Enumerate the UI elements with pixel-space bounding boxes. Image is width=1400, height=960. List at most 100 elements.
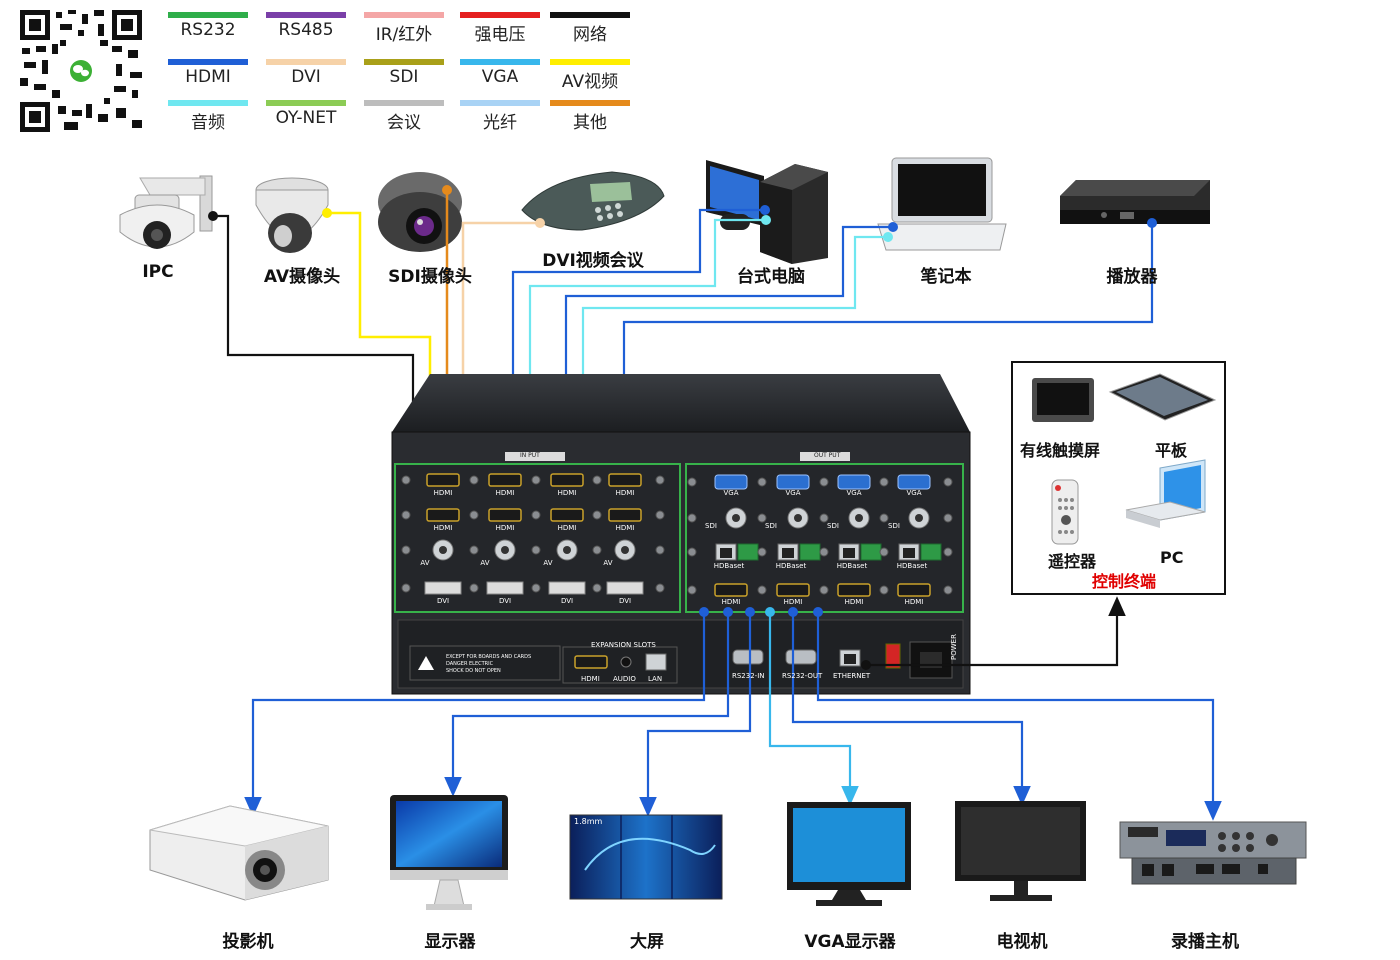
hdmi-input-label: HDMI [615, 489, 635, 497]
screw-icon [592, 475, 602, 485]
warning-icon [418, 656, 434, 670]
legend-label: HDMI [185, 67, 231, 87]
dvi-port-icon [548, 581, 586, 595]
screw-icon [592, 545, 602, 555]
hdmi-input-label: HDMI [433, 489, 453, 497]
rs232-out-port-icon [785, 649, 817, 665]
legend-swatch [168, 12, 248, 18]
screw-icon [592, 583, 602, 593]
rs232-in-label: RS232-IN [732, 672, 765, 680]
terminal-block-icon [920, 543, 942, 561]
rj45-slot-icon [782, 548, 794, 558]
screw-icon [531, 583, 541, 593]
recording-host-icon [1119, 821, 1307, 885]
hdmi-port-icon [608, 473, 642, 487]
hdmi-port-icon [897, 583, 931, 597]
hdmi-input-label: HDMI [615, 524, 635, 532]
legend-swatch [550, 100, 630, 106]
projector-icon [149, 805, 329, 901]
rs232-in-port-icon [732, 649, 764, 665]
hdmi-input-label: HDMI [557, 524, 577, 532]
remote-label: 遥控器 [1048, 552, 1097, 571]
hdmi-output-label: HDMI [844, 598, 864, 606]
tv-icon [955, 801, 1086, 901]
screw-icon [757, 513, 767, 523]
control-terminal-title: 控制终端 [1092, 572, 1157, 591]
ethernet-label: ETHERNET [833, 672, 871, 680]
vga-monitor-label: VGA显示器 [804, 932, 896, 952]
legend-label: 其他 [573, 113, 607, 133]
hdmi-port-icon [550, 473, 584, 487]
legend-swatch [364, 59, 444, 65]
bnc-center-icon [439, 546, 447, 554]
legend-swatch [460, 12, 540, 18]
legend-swatch [364, 100, 444, 106]
legend-swatch [460, 100, 540, 106]
screw-icon [879, 477, 889, 487]
hdmi-output-label: HDMI [721, 598, 741, 606]
bnc-center-icon [563, 546, 571, 554]
legend-label: 强电压 [474, 25, 526, 45]
bnc-center-icon [732, 514, 740, 522]
dvi-input-label: DVI [436, 597, 450, 605]
screw-icon [819, 513, 829, 523]
warning-plate-icon [409, 645, 561, 681]
sdi-output-label: SDI [827, 522, 839, 530]
terminal-block-icon [737, 543, 759, 561]
screw-icon [469, 510, 479, 520]
power-switch-icon [885, 643, 901, 669]
dvi-conference-label: DVI视频会议 [542, 251, 644, 271]
hdbaset-output-label: HDBaset [896, 562, 928, 570]
audio-jack-icon [620, 656, 632, 668]
av-camera-icon [255, 177, 329, 253]
hdmi-port-icon [837, 583, 871, 597]
legend-label: 光纤 [483, 113, 517, 133]
legend-swatch [550, 59, 630, 65]
legend-swatch [550, 12, 630, 18]
screw-icon [531, 475, 541, 485]
screw-icon [879, 547, 889, 557]
player-label: 播放器 [1106, 267, 1158, 287]
pc-laptop-icon [1125, 459, 1206, 528]
legend-label: AV视频 [561, 72, 619, 92]
screw-icon [687, 585, 697, 595]
rj45-slot-icon [843, 548, 855, 558]
legend-label: RS232 [180, 20, 236, 40]
tablet-label: 平板 [1155, 441, 1188, 460]
hdbaset-output-label: HDBaset [836, 562, 868, 570]
bnc-center-icon [501, 546, 509, 554]
sdi-camera-label: SDI摄像头 [388, 267, 472, 287]
lan-port-icon [645, 653, 667, 671]
video-wall-icon [569, 814, 723, 900]
hdmi-output-label: HDMI [783, 598, 803, 606]
recorder-label: 录播主机 [1171, 932, 1239, 952]
screw-icon [469, 583, 479, 593]
lan-label: LAN [648, 675, 663, 683]
hdmi-input-label: HDMI [433, 524, 453, 532]
legend-label: VGA [481, 67, 519, 87]
vga-port-icon [714, 474, 748, 490]
rs232-out-label: RS232-OUT [782, 672, 823, 680]
conference-phone-icon [521, 171, 665, 231]
warning-line-2: DANGER ELECTRIC [446, 661, 494, 667]
video-wall-brand: 1.8mm [574, 817, 603, 826]
hdmi-port-icon [426, 508, 460, 522]
screw-icon [592, 510, 602, 520]
terminal-block-icon [860, 543, 882, 561]
screw-icon [879, 513, 889, 523]
pc-label: PC [1160, 548, 1184, 567]
screw-icon [401, 510, 411, 520]
output-title: OUT PUT [814, 452, 841, 459]
legend-swatch [460, 59, 540, 65]
vga-port-icon [897, 474, 931, 490]
vga-output-label: VGA [785, 489, 801, 497]
screw-icon [655, 510, 665, 520]
warning-line-1: EXCEPT FOR BOARDS AND CARDS [446, 654, 532, 660]
terminal-block-icon [799, 543, 821, 561]
legend-swatch [266, 59, 346, 65]
av-input-label: AV [603, 559, 613, 567]
screw-icon [819, 547, 829, 557]
av-input-label: AV [543, 559, 553, 567]
av-input-label: AV [480, 559, 490, 567]
